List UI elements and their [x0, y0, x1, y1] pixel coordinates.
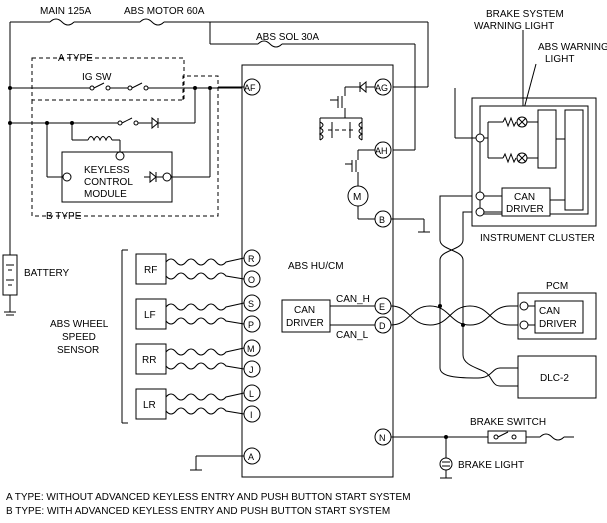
svg-text:J: J: [249, 365, 254, 375]
keyless-control-module: [61, 151, 173, 203]
a-type-group: [31, 57, 185, 101]
pcm-can-driver-label-2: DRIVER: [539, 319, 577, 330]
terminal-n: N: [374, 428, 392, 446]
svg-text:M: M: [247, 344, 255, 354]
dlc-2-label: DLC-2: [540, 373, 569, 384]
sensor-rr: RR: [135, 343, 245, 375]
abs-can-driver-label-2: DRIVER: [286, 318, 324, 329]
terminal-p: P: [243, 315, 261, 333]
svg-text:D: D: [379, 321, 386, 331]
abs-motor-circuit: M: [345, 149, 375, 220]
svg-text:B: B: [379, 215, 385, 225]
terminal-ah: AH: [374, 141, 392, 159]
svg-text:LR: LR: [143, 400, 156, 411]
brake-warning-label-2: WARNING LIGHT: [474, 21, 554, 32]
ig-switch: [40, 82, 205, 91]
main-fuse: [10, 18, 140, 26]
abs-motor-fuse: [139, 18, 210, 26]
svg-text:AH: AH: [375, 146, 388, 156]
ig-sw-label: IG SW: [82, 72, 112, 83]
sensor-lf: LF: [135, 298, 245, 330]
svg-text:RF: RF: [144, 265, 157, 276]
terminal-a: A: [243, 447, 261, 465]
brake-light-icon: [439, 457, 453, 471]
svg-text:AG: AG: [375, 83, 388, 93]
pcm-can-driver: [534, 300, 584, 334]
a-type-label: A TYPE: [58, 53, 93, 64]
terminal-j: J: [243, 360, 261, 378]
svg-text:AF: AF: [244, 83, 256, 93]
terminal-m: M: [243, 339, 261, 357]
abs-motor-fuse-label: ABS MOTOR 60A: [124, 6, 205, 17]
svg-text:A: A: [248, 452, 254, 462]
b-type-label: B TYPE: [46, 211, 82, 222]
brake-light-label: BRAKE LIGHT: [458, 460, 524, 471]
brake-switch-label: BRAKE SWITCH: [470, 417, 546, 428]
abs-can-driver: [281, 299, 331, 333]
svg-text:E: E: [379, 302, 385, 312]
can-h-label: CAN_H: [336, 294, 370, 305]
battery-symbol: [2, 254, 18, 316]
abs-warning-label-2: LIGHT: [545, 54, 574, 65]
dlc-2-connector: [517, 355, 597, 399]
abs-unit-label: ABS HU/CM: [288, 261, 344, 272]
svg-text:RR: RR: [142, 355, 156, 366]
svg-text:N: N: [379, 433, 386, 443]
note-a-type: A TYPE: WITHOUT ADVANCED KEYLESS ENTRY A…: [6, 492, 411, 503]
abs-sol-fuse-label: ABS SOL 30A: [256, 32, 319, 43]
can-to-dlc-2: [462, 325, 518, 387]
cluster-can-driver-label-2: DRIVER: [506, 204, 544, 215]
can-l-label: CAN_L: [336, 330, 369, 341]
can-bus-h: [390, 305, 518, 326]
svg-text:S: S: [248, 299, 254, 309]
pcm-label: PCM: [546, 281, 568, 292]
battery-label: BATTERY: [24, 268, 70, 279]
terminal-b: B: [374, 210, 392, 228]
svg-text:LF: LF: [144, 310, 156, 321]
cluster-can-driver: [501, 187, 551, 217]
can-to-dlc-1: [439, 306, 518, 379]
terminal-i: I: [243, 405, 261, 423]
terminal-l: L: [243, 384, 261, 402]
sensor-title-3: SENSOR: [57, 345, 99, 356]
b-type-group: [31, 75, 219, 217]
cluster-can-driver-label-1: CAN: [514, 192, 535, 203]
abs-warning-label-1: ABS WARNING: [538, 42, 607, 53]
abs-sol-fuse: [257, 40, 283, 48]
sensor-title-1: ABS WHEEL: [50, 319, 109, 330]
keyless-label-3: MODULE: [84, 189, 127, 200]
terminal-d: D: [374, 316, 392, 334]
svg-text:P: P: [248, 320, 254, 330]
sensor-title-2: SPEED: [62, 332, 96, 343]
brake-warning-label-1: BRAKE SYSTEM: [486, 9, 564, 20]
b-type-relay: [40, 88, 196, 152]
terminal-ag: AG: [374, 78, 392, 96]
sensor-rf: RF: [135, 253, 245, 285]
svg-text:I: I: [250, 410, 253, 420]
abs-hu-cm-unit: [241, 64, 394, 478]
abs-can-driver-label-1: CAN: [294, 305, 315, 316]
terminal-o: O: [243, 270, 261, 288]
terminal-r: R: [243, 249, 261, 267]
can-bus-l: [390, 305, 518, 326]
instrument-cluster-label: INSTRUMENT CLUSTER: [480, 233, 595, 244]
sensor-lr: LR: [135, 388, 245, 420]
svg-text:R: R: [248, 254, 255, 264]
motor-symbol-label: M: [353, 192, 361, 203]
terminal-e: E: [374, 297, 392, 315]
abs-solenoid-circuit: [318, 80, 375, 141]
svg-text:L: L: [249, 389, 254, 399]
main-fuse-label: MAIN 125A: [40, 6, 91, 17]
can-to-cluster-2: [439, 195, 476, 325]
svg-text:O: O: [248, 275, 255, 285]
pcm-can-driver-label-1: CAN: [539, 306, 560, 317]
note-b-type: B TYPE: WITH ADVANCED KEYLESS ENTRY AND …: [6, 506, 390, 517]
can-to-cluster-1: [439, 211, 476, 306]
keyless-label-1: KEYLESS: [84, 165, 130, 176]
terminal-s: S: [243, 294, 261, 312]
brake-light-fuse: [539, 433, 565, 441]
keyless-label-2: CONTROL: [84, 177, 133, 188]
terminal-af: AF: [243, 78, 261, 96]
